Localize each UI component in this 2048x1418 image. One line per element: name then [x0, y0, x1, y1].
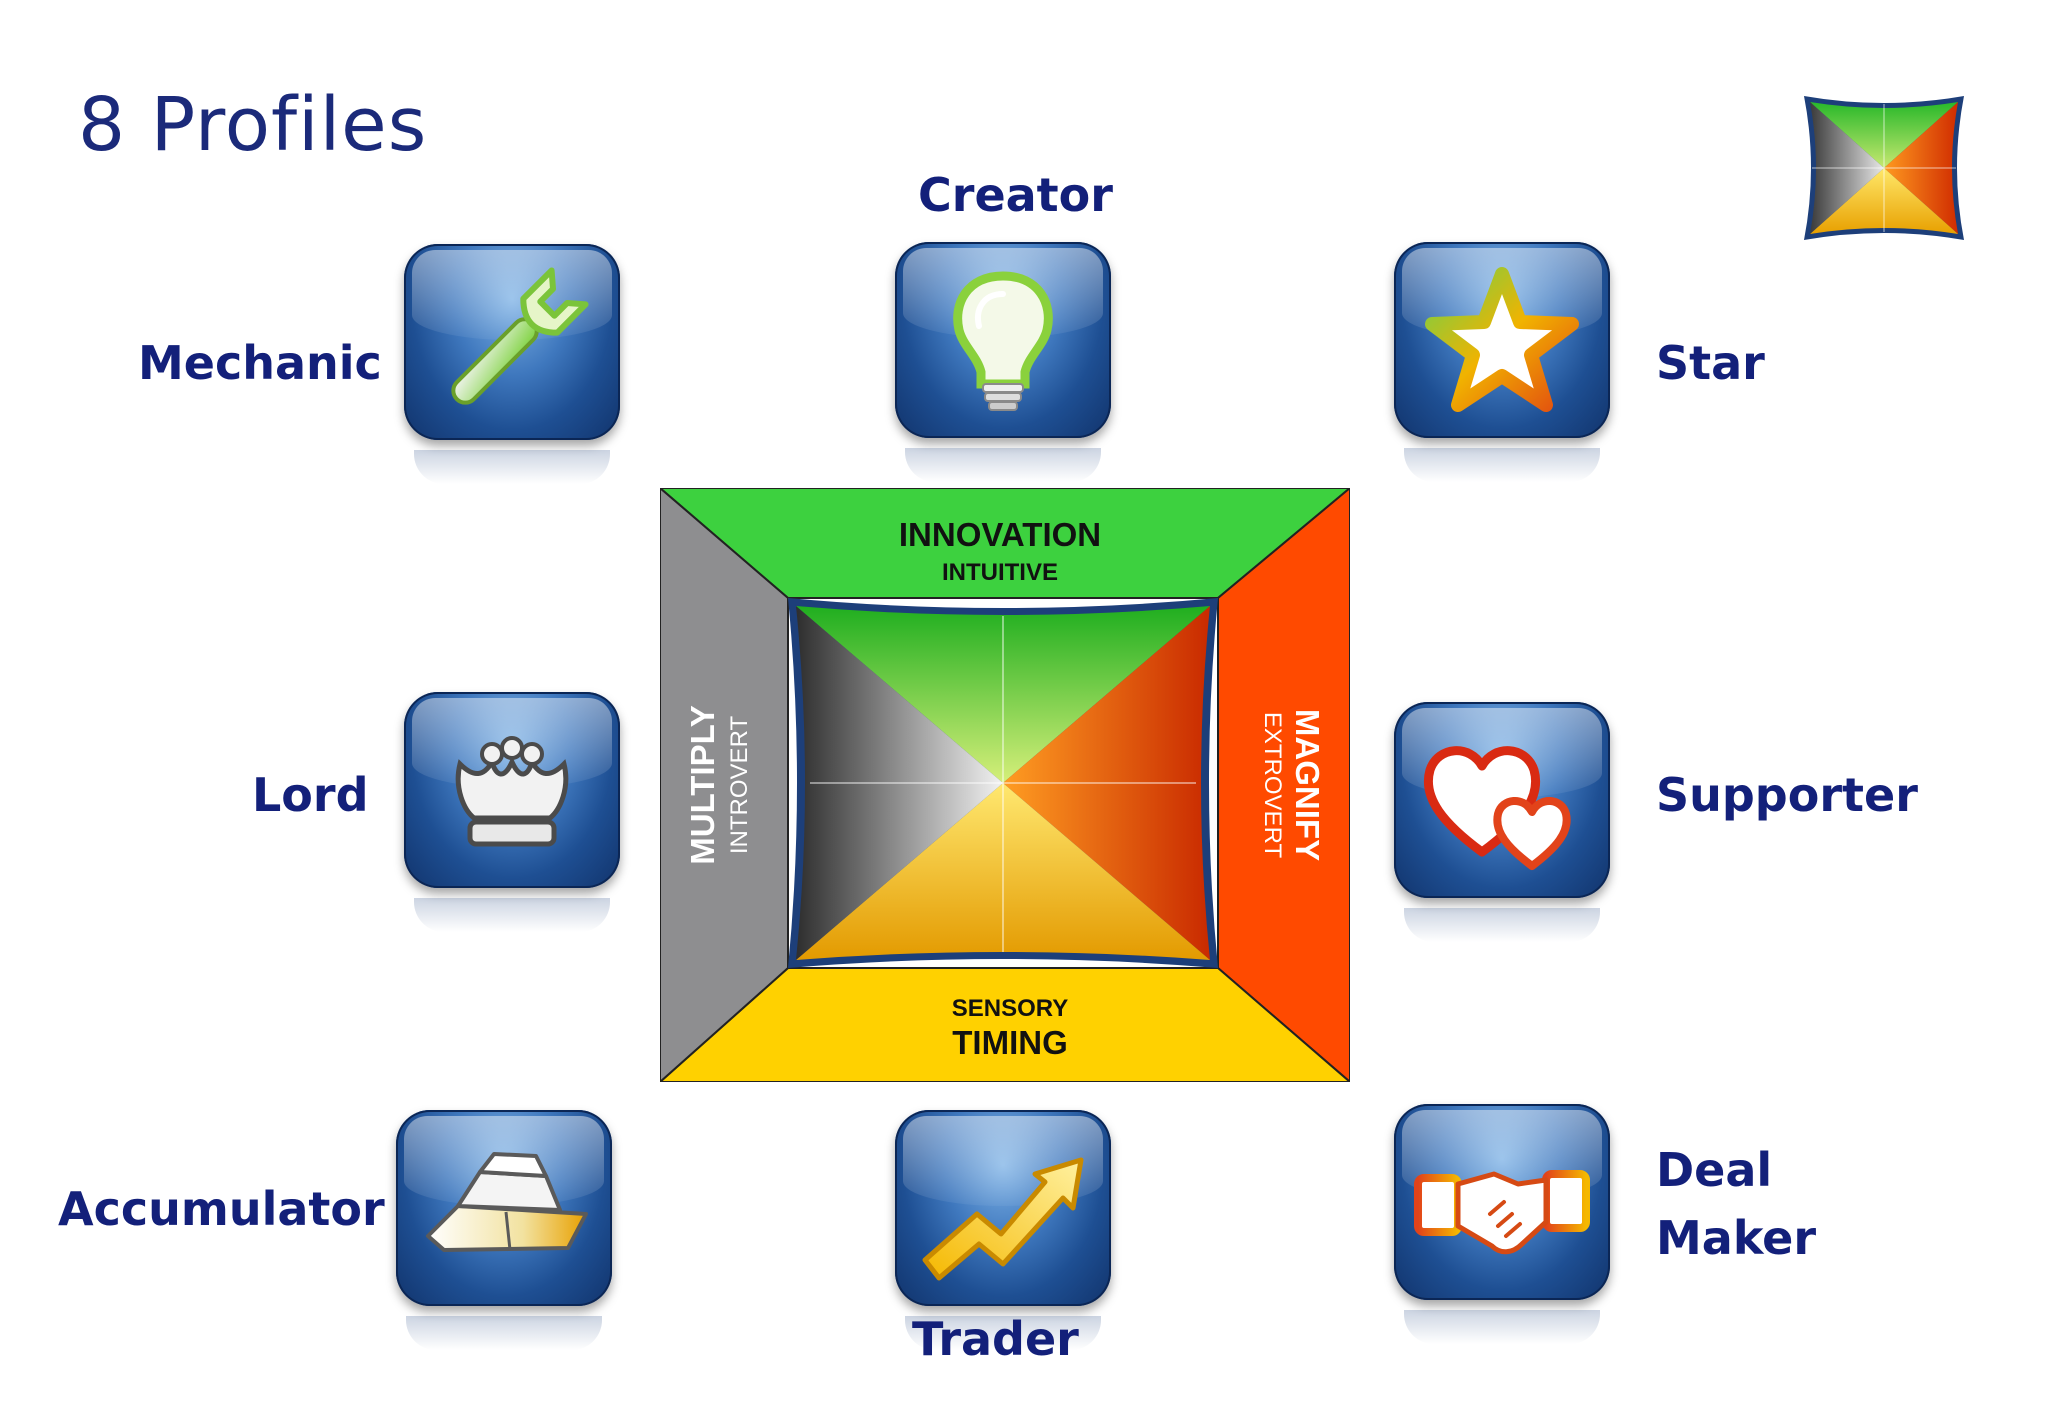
profile-label-deal-maker: Deal Maker — [1656, 1136, 1816, 1272]
profile-label-trader: Trader — [912, 1312, 1079, 1366]
multiply-label: MULTIPLY — [684, 705, 721, 865]
timing-label: TIMING — [952, 1024, 1067, 1061]
innovation-label: INNOVATION — [899, 516, 1101, 553]
intuitive-label: INTUITIVE — [942, 559, 1058, 586]
hearts-icon — [1424, 746, 1571, 870]
rising-arrow-icon — [922, 1157, 1084, 1281]
dynamics-logo — [1800, 92, 1968, 244]
profile-label-lord: Lord — [252, 768, 369, 822]
gold-bars-icon — [426, 1152, 588, 1252]
profile-label-supporter: Supporter — [1656, 768, 1918, 822]
lightbulb-icon — [953, 271, 1053, 411]
introvert-label: INTROVERT — [726, 716, 753, 855]
profile-tile-creator[interactable] — [895, 242, 1111, 482]
profile-tile-star[interactable] — [1394, 242, 1610, 482]
profile-label-accumulator: Accumulator — [58, 1182, 385, 1236]
profile-label-deal-maker-line1: Deal — [1656, 1143, 1773, 1197]
profile-tile-mechanic[interactable] — [404, 244, 620, 484]
crown-icon — [455, 736, 569, 847]
magnify-label: MAGNIFY — [1289, 709, 1326, 861]
extrovert-label: EXTROVERT — [1259, 712, 1286, 859]
sensory-label: SENSORY — [952, 995, 1068, 1022]
dynamics-square: INNOVATION INTUITIVE SENSORY TIMING MULT… — [660, 488, 1350, 1082]
profile-tile-deal-maker[interactable] — [1394, 1104, 1610, 1344]
profile-label-mechanic: Mechanic — [138, 336, 382, 390]
star-icon — [1425, 267, 1579, 412]
profile-tile-trader[interactable] — [895, 1110, 1111, 1350]
profile-tile-lord[interactable] — [404, 692, 620, 932]
handshake-icon — [1414, 1170, 1590, 1255]
profile-label-deal-maker-line2: Maker — [1656, 1211, 1817, 1265]
profile-tile-supporter[interactable] — [1394, 702, 1610, 942]
profile-tile-accumulator[interactable] — [396, 1110, 612, 1350]
wrench-icon — [451, 267, 589, 405]
profile-label-star: Star — [1656, 336, 1765, 390]
page-title: 8 Profiles — [78, 82, 428, 168]
profile-label-creator: Creator — [918, 168, 1113, 222]
